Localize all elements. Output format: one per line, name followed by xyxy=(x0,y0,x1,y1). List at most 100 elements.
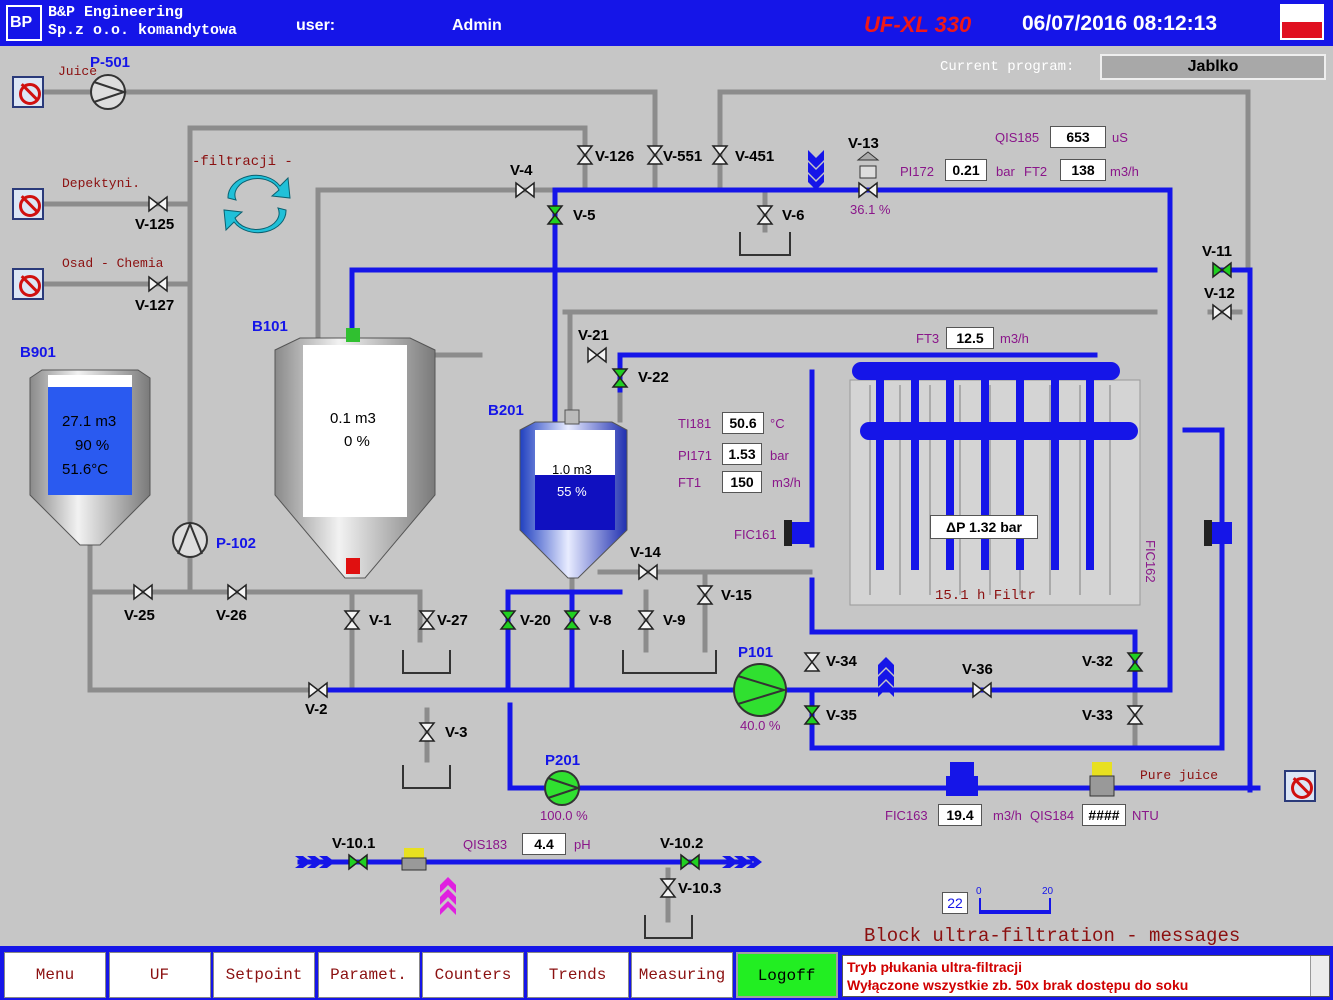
valve-v5[interactable] xyxy=(546,205,564,225)
footer-button-paramet[interactable]: Paramet. xyxy=(317,952,420,998)
fic163-value: 19.4 xyxy=(938,804,982,826)
valve-v27[interactable] xyxy=(418,610,436,630)
valve-v20[interactable] xyxy=(499,610,517,630)
tank-b101 xyxy=(274,328,436,579)
filter-time: 15.1 h Filtr xyxy=(935,588,1036,604)
footer-button-setpoint[interactable]: Setpoint xyxy=(213,952,315,998)
footer-button-counters[interactable]: Counters xyxy=(422,952,524,998)
tank-b201-pct: 55 % xyxy=(557,484,587,499)
valve-v6[interactable] xyxy=(756,205,774,225)
valve-v12[interactable] xyxy=(1212,303,1232,321)
slider-scale xyxy=(979,898,1051,914)
valve-v13[interactable] xyxy=(858,181,878,199)
valve-v4[interactable] xyxy=(515,181,535,199)
valve-v8[interactable] xyxy=(563,610,581,630)
valve-v103-label: V-10.3 xyxy=(678,880,722,897)
footer-button-logoff[interactable]: Logoff xyxy=(735,952,838,998)
tank-b201-name: B201 xyxy=(488,402,524,419)
valve-v103[interactable] xyxy=(659,878,677,898)
tank-b101-volume: 0.1 m3 xyxy=(330,410,376,427)
valve-v9[interactable] xyxy=(637,610,655,630)
footer-button-trends[interactable]: Trends xyxy=(526,952,629,998)
valve-v451[interactable] xyxy=(711,145,729,165)
valve-v2[interactable] xyxy=(308,681,328,699)
qis184-label: QIS184 xyxy=(1030,808,1075,823)
valve-v11[interactable] xyxy=(1212,261,1232,279)
valve-v25-label: V-25 xyxy=(124,607,155,624)
valve-v551[interactable] xyxy=(646,145,664,165)
valve-v451-label: V-451 xyxy=(735,148,775,165)
footer-button-menu[interactable]: Menu xyxy=(4,952,106,998)
valve-v36-label: V-36 xyxy=(962,661,993,678)
messages-scrollbar[interactable] xyxy=(1310,956,1329,996)
footer-button-uf[interactable]: UF xyxy=(108,952,211,998)
valve-v35[interactable] xyxy=(803,705,821,725)
valve-v125[interactable] xyxy=(148,195,168,213)
pi172-unit: bar xyxy=(996,164,1015,179)
valve-v551-label: V-551 xyxy=(663,148,703,165)
message-line: Tryb płukania ultra-filtracji xyxy=(847,959,1023,975)
language-flag-button[interactable] xyxy=(1280,4,1324,40)
stop-osad-button[interactable] xyxy=(12,268,44,300)
pump-p501-label: P-501 xyxy=(90,54,131,71)
stop-pure-juice-button[interactable] xyxy=(1284,770,1316,802)
valve-v3-label: V-3 xyxy=(445,724,468,741)
ti181-value: 50.6 xyxy=(722,412,764,434)
valve-v14[interactable] xyxy=(638,563,658,581)
valve-v21[interactable] xyxy=(587,346,607,364)
valve-v34[interactable] xyxy=(803,652,821,672)
valve-v127-label: V-127 xyxy=(135,297,175,314)
tank-b201 xyxy=(519,409,628,579)
process-schematic xyxy=(29,74,1261,939)
valve-v101[interactable] xyxy=(348,853,368,871)
valve-v3[interactable] xyxy=(418,722,436,742)
valve-v2-label: V-2 xyxy=(305,701,328,718)
stop-depektyni-button[interactable] xyxy=(12,188,44,220)
valve-v25[interactable] xyxy=(133,583,153,601)
messages-box[interactable]: Tryb płukania ultra-filtracji Wyłączone … xyxy=(842,955,1330,997)
valve-v6-label: V-6 xyxy=(782,207,805,224)
pure-juice-label: Pure juice xyxy=(1140,768,1219,783)
valve-v33-label: V-33 xyxy=(1082,707,1113,724)
valve-v102[interactable] xyxy=(680,853,700,871)
fic163-unit: m3/h xyxy=(993,808,1022,823)
juice-label: Juice xyxy=(58,64,98,79)
qis185-unit: uS xyxy=(1112,130,1128,145)
pi171-label: PI171 xyxy=(678,448,712,463)
valve-v20-label: V-20 xyxy=(520,612,551,629)
valve-v32[interactable] xyxy=(1126,652,1144,672)
datetime: 06/07/2016 08:12:13 xyxy=(1022,12,1217,35)
ft3-label: FT3 xyxy=(916,331,940,346)
valve-v26[interactable] xyxy=(227,583,247,601)
company-logo: BP xyxy=(6,5,42,41)
footer-button-measuring[interactable]: Measuring xyxy=(631,952,733,998)
valve-v33[interactable] xyxy=(1126,705,1144,725)
tank-b901 xyxy=(29,369,151,546)
ft1-value: 150 xyxy=(722,471,762,493)
ft3-value: 12.5 xyxy=(946,327,994,349)
valve-v36[interactable] xyxy=(972,681,992,699)
valve-v126-label: V-126 xyxy=(595,148,635,165)
valve-v1[interactable] xyxy=(343,610,361,630)
stop-juice-button[interactable] xyxy=(12,76,44,108)
valve-v22[interactable] xyxy=(611,368,629,388)
current-program-label: Current program: xyxy=(940,59,1075,75)
pump-p101-pct: 40.0 % xyxy=(740,718,781,733)
pump-p102-label: P-102 xyxy=(216,535,257,552)
valve-v4-label: V-4 xyxy=(510,162,533,179)
slider-value[interactable]: 22 xyxy=(942,892,968,914)
valve-v1-label: V-1 xyxy=(369,612,392,629)
ft1-unit: m3/h xyxy=(772,475,801,490)
svg-text:BP: BP xyxy=(10,14,33,31)
valve-v127[interactable] xyxy=(148,275,168,293)
dp-display: ΔP 1.32 bar xyxy=(930,515,1038,539)
qis184-value: #### xyxy=(1082,804,1126,826)
valve-v126[interactable] xyxy=(576,145,594,165)
valve-v15[interactable] xyxy=(696,585,714,605)
qis183-label: QIS183 xyxy=(463,837,508,852)
valve-v8-label: V-8 xyxy=(589,612,612,629)
slider-min: 0 xyxy=(976,886,982,897)
pump-p201-label: P201 xyxy=(545,752,581,769)
valve-v26-label: V-26 xyxy=(216,607,247,624)
